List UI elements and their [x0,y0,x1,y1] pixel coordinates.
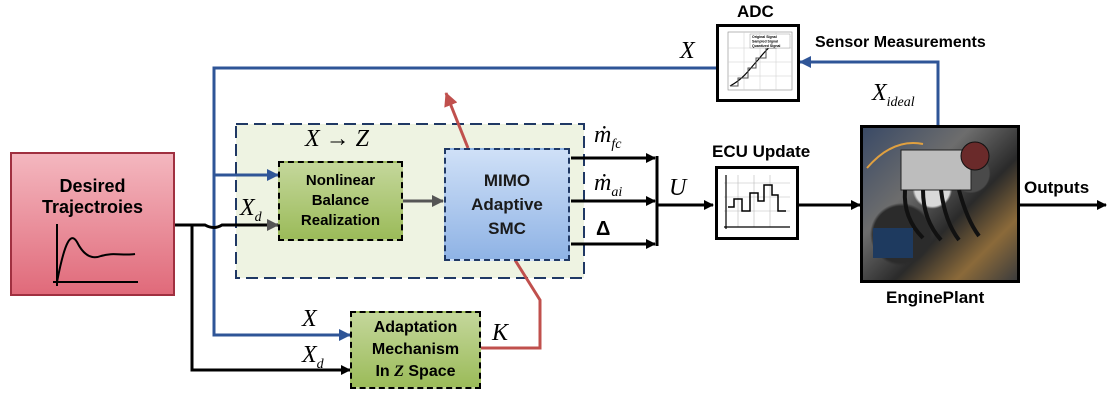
red-arrow-up [444,92,470,149]
xd-to-adapt-wire [190,225,351,375]
x-feedback-wire [212,66,716,341]
u-label: U [669,175,687,201]
ecu-update-plot [724,175,790,229]
step-response-icon [52,224,138,286]
k-adaptation-wire [481,259,542,350]
ecu-title: ECU Update [712,142,811,161]
xd-adapt-label: Xd [302,342,324,372]
adc-block: Original Signal Sampled Signal Quantized… [716,24,800,102]
desired-label-1: Desired [59,176,126,196]
mfc-label: ṁfc [594,122,622,152]
x-ideal-label: Xideal [872,80,915,110]
sensor-feedback-wire [799,56,940,125]
desired-label-2: Trajectroies [41,197,144,217]
outputs-label: Outputs [1024,178,1090,197]
x-to-z-label: X → Z [305,126,370,152]
k-label: K [492,320,509,346]
mai-label: ṁai [594,170,623,200]
engine-plant-image [860,125,1020,283]
sensor-measurements-label: Sensor Measurements [815,34,986,51]
desired-trajectories-block: Desired Trajectroies [10,152,175,296]
x-feedback-label: X [680,38,695,64]
engine-detail [866,141,990,258]
desired-output-wire [175,219,279,231]
delta-label: Δ [596,218,611,240]
x-adapt-label: X [302,306,317,332]
engine-plant-title: EnginePlant [886,288,985,307]
ecu-update-block [715,166,799,240]
svg-text:Sampled Signal: Sampled Signal [752,40,778,44]
adaptation-mechanism-block: Adaptation Mechanism In Z Space [350,311,481,389]
xd-label: Xd [240,195,262,225]
nonlinear-balance-block: Nonlinear Balance Realization [278,161,403,241]
svg-text:Original Signal: Original Signal [752,35,777,39]
adc-quantization-plot: Original Signal Sampled Signal Quantized… [727,31,793,91]
svg-text:Quantized Signal: Quantized Signal [752,44,780,48]
adc-title: ADC [737,2,774,21]
mimo-adaptive-smc-block: MIMO Adaptive SMC [444,148,570,261]
